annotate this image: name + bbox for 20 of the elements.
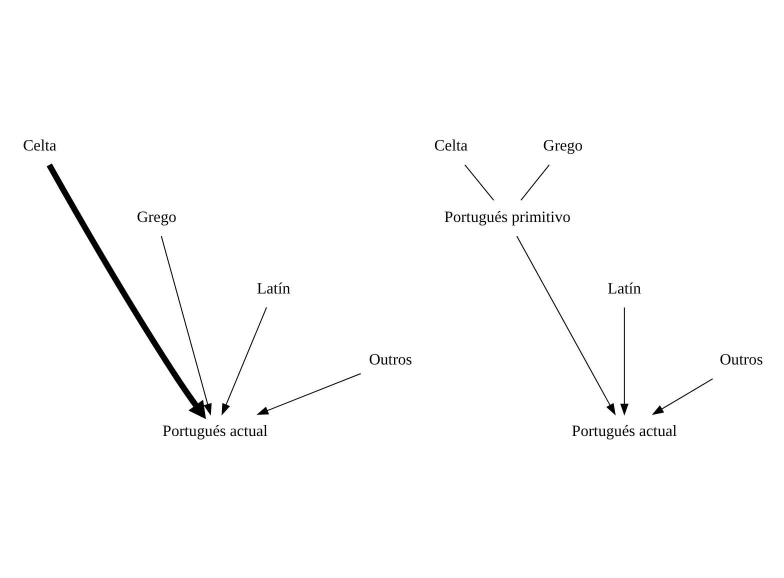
connector: [464, 164, 494, 200]
arrow: [652, 378, 714, 414]
arrow: [160, 235, 212, 416]
arrow: [222, 306, 268, 416]
node-text: Portugués actual: [572, 422, 677, 440]
node-text: Celta: [434, 137, 468, 154]
arrow: [516, 235, 616, 415]
arrow: [46, 162, 206, 419]
node-text: Latín: [608, 280, 642, 297]
node-text: Outros: [368, 351, 412, 368]
node-text: Outros: [720, 351, 763, 368]
connector: [520, 164, 550, 200]
arrow: [620, 306, 629, 416]
node-text: Portugués actual: [162, 422, 268, 440]
node-text: Portugués primitivo: [444, 208, 571, 226]
node-text: Grego: [136, 208, 176, 226]
node-text: Celta: [22, 137, 56, 154]
node-text: Grego: [543, 137, 583, 154]
arrow: [256, 372, 362, 414]
node-text: Latín: [256, 280, 290, 297]
